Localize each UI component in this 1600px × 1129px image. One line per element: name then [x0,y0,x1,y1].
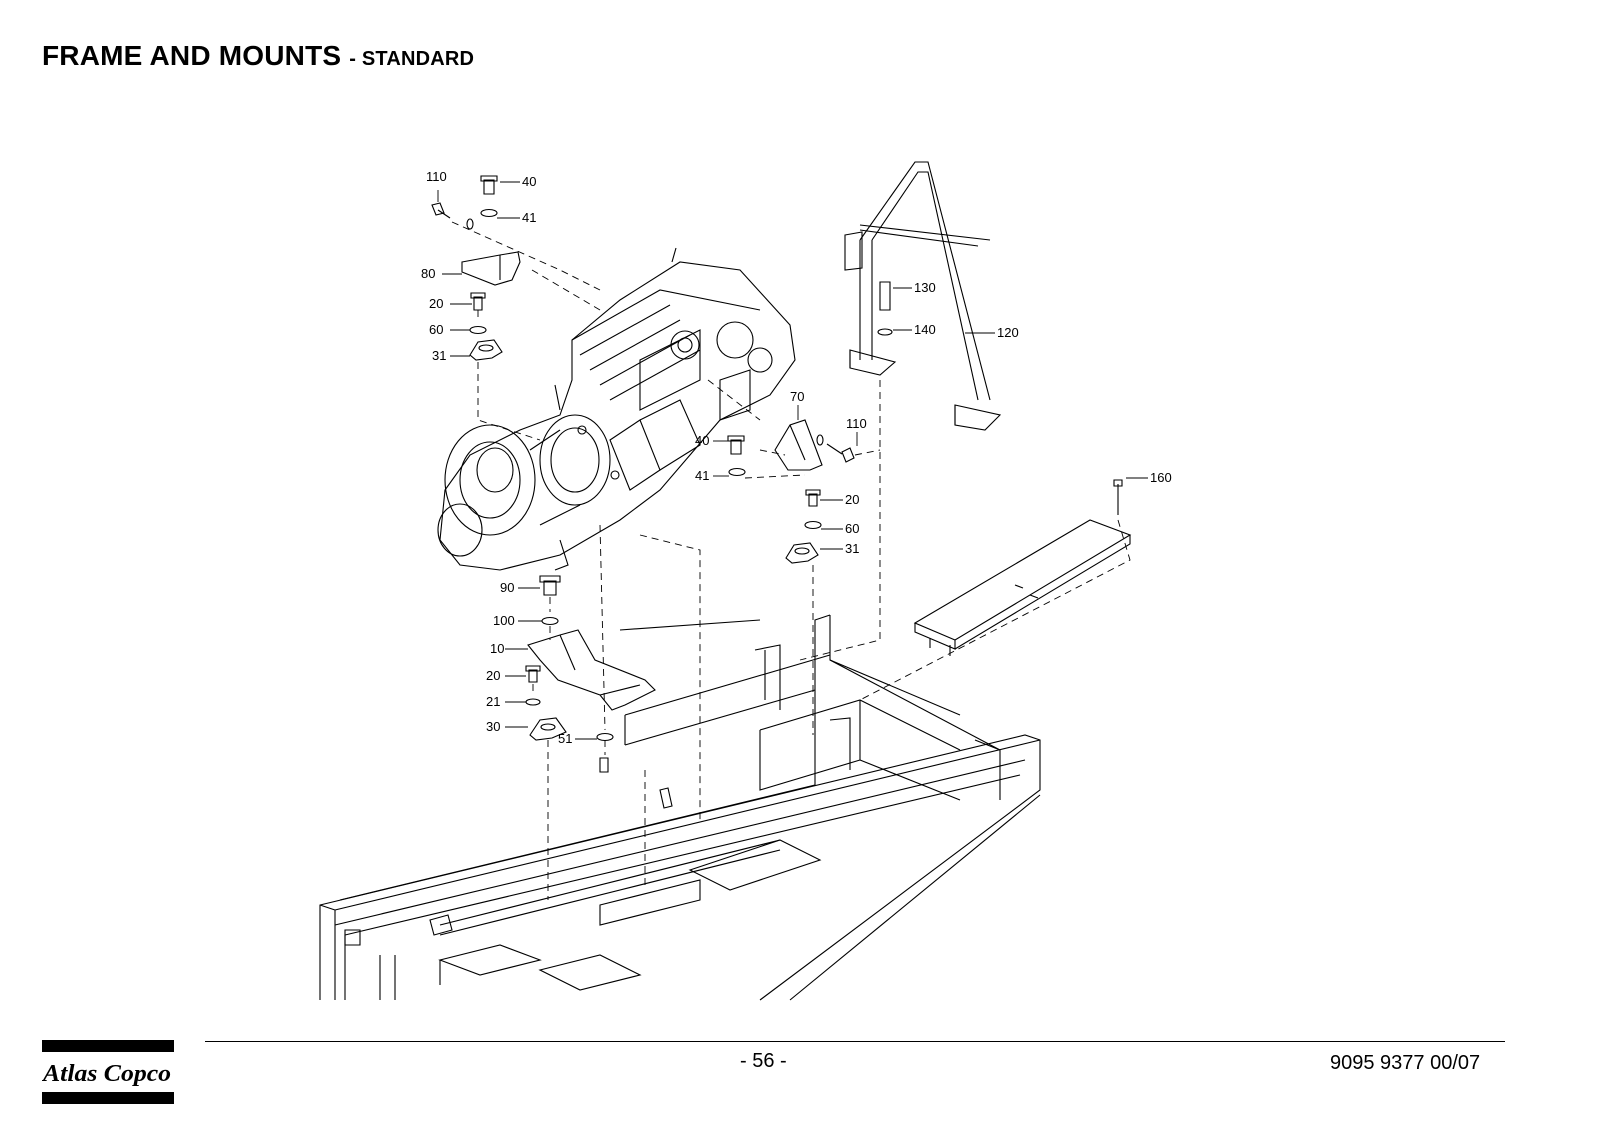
callout-31-right: 31 [845,541,859,556]
callout-130: 130 [914,280,936,295]
callout-100: 100 [493,613,515,628]
page-number: - 56 - [740,1050,787,1072]
callout-41-right: 41 [695,468,709,483]
page-title: FRAME AND MOUNTS - STANDARD [42,40,474,72]
callout-labels: 110 40 41 80 20 60 31 130 140 120 70 110… [421,169,1172,746]
assembly-lines [451,221,1131,900]
callout-80: 80 [421,266,435,281]
mount-group-lower [525,575,656,773]
callout-30: 30 [486,719,500,734]
callout-60-right: 60 [845,521,859,536]
callout-160: 160 [1150,470,1172,485]
callout-70: 70 [790,389,804,404]
lifting-bail-120 [844,161,1002,431]
svg-text:Atlas Copco: Atlas Copco [42,1061,171,1087]
callout-20: 20 [429,296,443,311]
callout-40: 40 [522,174,536,189]
callout-140: 140 [914,322,936,337]
callout-120: 120 [997,325,1019,340]
logo-bar-bottom [42,1092,174,1104]
callout-110: 110 [426,169,447,184]
base-frame [319,614,1041,1001]
callout-51: 51 [558,731,572,746]
callout-41: 41 [522,210,536,225]
brand-logo: Atlas Copco [42,1040,174,1104]
mount-group-upper-left [431,175,521,361]
callout-20-right: 20 [845,492,859,507]
title-subtitle: - STANDARD [349,48,475,70]
footer-rule [205,1041,1505,1042]
document-number: 9095 9377 00/07 [1330,1052,1481,1074]
exploded-parts-diagram: 110 40 41 80 20 60 31 130 140 120 70 110… [319,161,1172,1001]
callout-31: 31 [432,348,446,363]
callout-20-lower: 20 [486,668,500,683]
callout-21: 21 [486,694,500,709]
callout-60: 60 [429,322,443,337]
callout-40-right: 40 [695,433,709,448]
mount-group-middle-right [727,419,855,564]
panel-160 [913,479,1132,656]
leader-lines [437,181,1148,740]
logo-bar-top [42,1040,174,1052]
callout-10: 10 [490,641,504,656]
callout-90: 90 [500,580,514,595]
callout-110-right: 110 [846,416,867,431]
title-main: FRAME AND MOUNTS [42,40,342,71]
logo-wordmark: Atlas Copco [42,1061,171,1087]
engine-compressor-assembly [437,247,796,571]
